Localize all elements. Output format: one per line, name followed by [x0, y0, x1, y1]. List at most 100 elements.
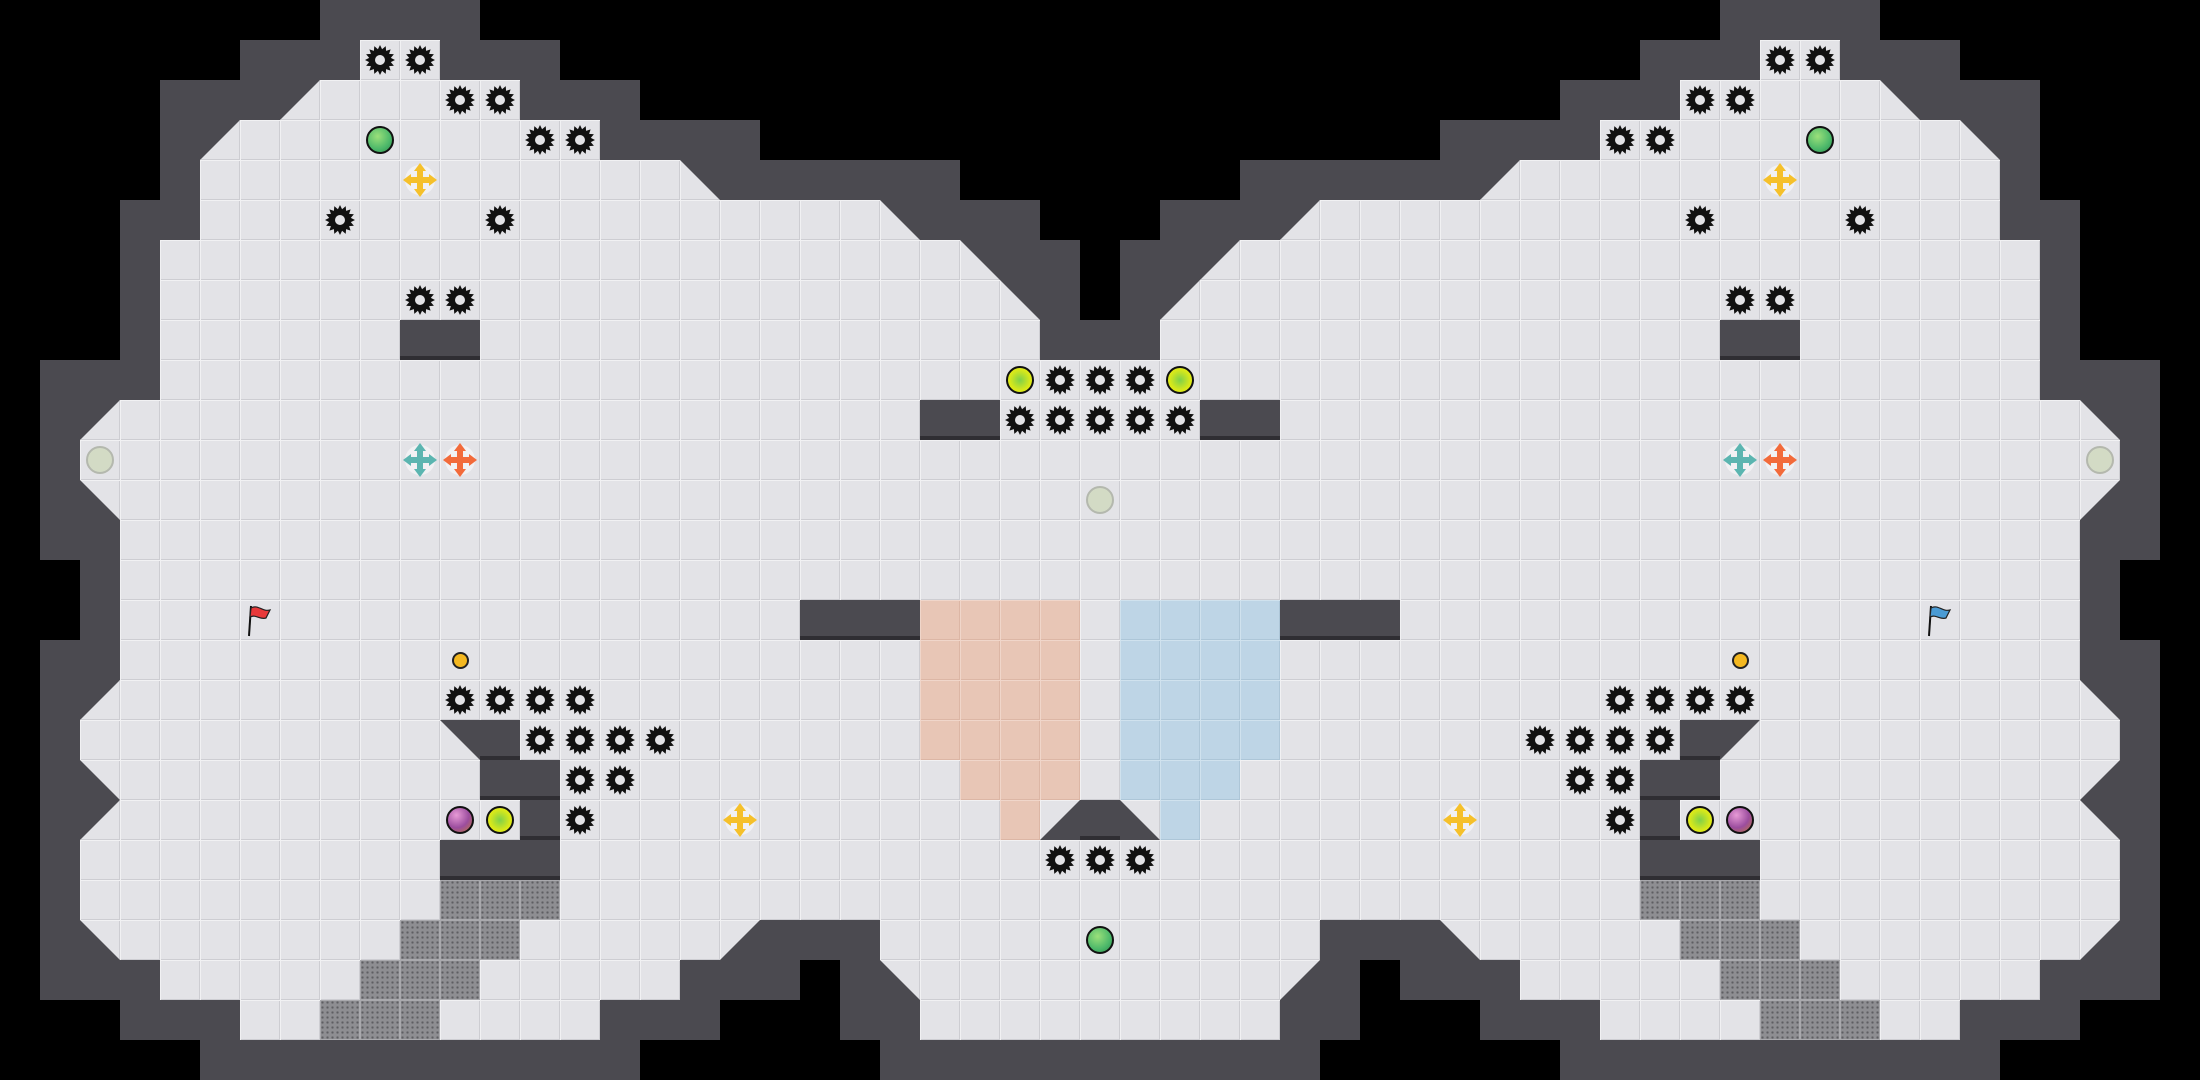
- bomb-bomb-icon[interactable]: [440, 800, 480, 840]
- outer-wall-tile: [40, 960, 80, 1000]
- wall-triangle: [80, 480, 120, 520]
- floor-tile: [1640, 400, 1680, 440]
- floor-tile: [1400, 760, 1440, 800]
- floor-tile: [1920, 280, 1960, 320]
- outer-wall-tile: [1280, 160, 1320, 200]
- wall-triangle: [2080, 760, 2120, 800]
- outer-wall-tile: [680, 1000, 720, 1040]
- floor-tile: [1760, 800, 1800, 840]
- outer-wall-tile: [80, 960, 120, 1000]
- floor-tile: [800, 640, 840, 680]
- floor-tile: [1360, 840, 1400, 880]
- floor-tile: [1640, 960, 1680, 1000]
- powerup-powerup-icon[interactable]: [360, 120, 400, 160]
- floor-tile: [1240, 800, 1280, 840]
- floor-tile: [960, 920, 1000, 960]
- gate-tile: [1840, 1000, 1880, 1040]
- floor-tile: [960, 880, 1000, 920]
- floor-tile: [2040, 680, 2080, 720]
- floor-tile: [400, 560, 440, 600]
- powerup-powerup-icon[interactable]: [1080, 920, 1120, 960]
- wall-triangle: [80, 920, 120, 960]
- floor-tile: [800, 320, 840, 360]
- floor-tile: [120, 480, 160, 520]
- floor-tile: [800, 840, 840, 880]
- orb-mine-icon[interactable]: [1160, 360, 1200, 400]
- boost-boost-red-icon[interactable]: [440, 440, 480, 480]
- floor-tile: [2000, 600, 2040, 640]
- bomb-bomb-icon[interactable]: [1720, 800, 1760, 840]
- boost-boost-yellow-icon[interactable]: [1440, 800, 1480, 840]
- floor-tile: [960, 840, 1000, 880]
- floor-tile: [1400, 480, 1440, 520]
- spike-spike-icon: [1560, 760, 1600, 800]
- floor-tile: [440, 240, 480, 280]
- floor-tile: [600, 560, 640, 600]
- boost-boost-yellow-icon[interactable]: [400, 160, 440, 200]
- floor-tile: [1560, 200, 1600, 240]
- floor-tile: [1680, 520, 1720, 560]
- floor-tile: [560, 520, 600, 560]
- floor-tile: [1240, 840, 1280, 880]
- flag-flag-blue-icon[interactable]: [1920, 600, 1960, 640]
- outer-wall-tile: [40, 880, 80, 920]
- outer-wall-tile: [920, 160, 960, 200]
- wall-block: [480, 840, 520, 880]
- floor-tile: [760, 760, 800, 800]
- floor-tile: [1760, 560, 1800, 600]
- floor-tile: [1200, 360, 1240, 400]
- portal-portal-icon[interactable]: [1080, 480, 1120, 520]
- outer-wall-tile: [2120, 440, 2160, 480]
- boost-boost-teal-icon[interactable]: [400, 440, 440, 480]
- flag-flag-red-icon[interactable]: [240, 600, 280, 640]
- floor-tile: [1800, 880, 1840, 920]
- floor-tile: [1520, 960, 1560, 1000]
- wall-triangle: [680, 160, 720, 200]
- floor-tile: [1400, 840, 1440, 880]
- orb-mine-icon[interactable]: [1680, 800, 1720, 840]
- floor-tile: [440, 560, 480, 600]
- floor-tile: [880, 880, 920, 920]
- floor-tile: [920, 480, 960, 520]
- floor-tile: [1280, 920, 1320, 960]
- orb-mine-icon[interactable]: [480, 800, 520, 840]
- floor-tile: [1840, 600, 1880, 640]
- floor-tile: [1480, 240, 1520, 280]
- floor-tile: [720, 840, 760, 880]
- floor-tile: [840, 320, 880, 360]
- red-team-tile: [960, 720, 1000, 760]
- floor-tile: [1960, 800, 2000, 840]
- button-dot-button-icon[interactable]: [440, 640, 480, 680]
- floor-tile: [240, 680, 280, 720]
- wall-triangle: [200, 120, 240, 160]
- floor-tile: [1680, 960, 1720, 1000]
- outer-wall-tile: [1920, 40, 1960, 80]
- outer-wall-tile: [1680, 40, 1720, 80]
- floor-tile: [1600, 240, 1640, 280]
- floor-tile: [1320, 520, 1360, 560]
- floor-tile: [680, 760, 720, 800]
- outer-wall-tile: [1880, 1040, 1920, 1080]
- powerup-powerup-icon[interactable]: [1800, 120, 1840, 160]
- outer-wall-tile: [1800, 0, 1840, 40]
- portal-portal-icon[interactable]: [2080, 440, 2120, 480]
- button-dot-button-icon[interactable]: [1720, 640, 1760, 680]
- boost-boost-teal-icon[interactable]: [1720, 440, 1760, 480]
- floor-tile: [120, 640, 160, 680]
- floor-tile: [1480, 280, 1520, 320]
- floor-tile: [2040, 480, 2080, 520]
- floor-tile: [920, 440, 960, 480]
- floor-tile: [240, 120, 280, 160]
- floor-tile: [1760, 720, 1800, 760]
- outer-wall-tile: [1560, 1000, 1600, 1040]
- floor-tile: [1680, 400, 1720, 440]
- boost-boost-yellow-icon[interactable]: [720, 800, 760, 840]
- floor-tile: [1320, 480, 1360, 520]
- boost-boost-yellow-icon[interactable]: [1760, 160, 1800, 200]
- boost-boost-red-icon[interactable]: [1760, 440, 1800, 480]
- outer-wall-tile: [320, 0, 360, 40]
- blue-team-tile: [1120, 600, 1160, 640]
- diagonal-wall-tile: [2080, 680, 2120, 720]
- orb-mine-icon[interactable]: [1000, 360, 1040, 400]
- portal-portal-icon[interactable]: [80, 440, 120, 480]
